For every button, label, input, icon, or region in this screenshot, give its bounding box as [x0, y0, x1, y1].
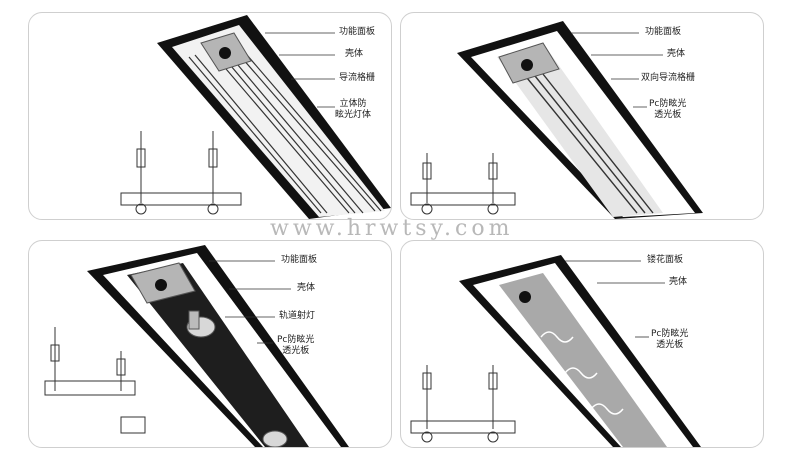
label-function-panel: 功能面板: [339, 27, 376, 37]
label-track-spotlight: 轨道射灯: [279, 311, 316, 321]
luminaire-drawing-3: [44, 245, 349, 447]
watermark-text: www.hrwtsy.com: [270, 216, 514, 241]
label-pc-diffuser: Pc防眩光 透光板: [651, 329, 689, 350]
diagram-panel-3: 功能面板 壳体 轨道射灯 Pc防眩光 透光板: [28, 240, 392, 448]
label-hollow-panel: 镂花面板: [647, 255, 684, 265]
label-housing: 壳体: [297, 283, 316, 293]
label-guide-grille: 导流格栅: [339, 73, 376, 83]
label-antiglare-body: 立体防 眩光灯体: [335, 99, 372, 120]
diagram-panel-2: 功能面板 壳体 双向导流格栅 Pc防眩光 透光板: [400, 12, 764, 220]
label-bidirectional-grille: 双向导流格栅: [641, 73, 696, 83]
label-housing: 壳体: [345, 49, 364, 59]
diagram-panel-1: 功能面板 壳体 导流格栅 立体防 眩光灯体: [28, 12, 392, 220]
luminaire-drawing-4: [410, 255, 701, 447]
label-function-panel: 功能面板: [281, 255, 318, 265]
diagram-panel-4: 镂花面板 壳体 Pc防眩光 透光板: [400, 240, 764, 448]
label-housing: 壳体: [667, 49, 686, 59]
label-housing: 壳体: [669, 277, 688, 287]
label-pc-diffuser: Pc防眩光 透光板: [649, 99, 687, 120]
luminaire-drawing-1: [120, 15, 391, 219]
label-function-panel: 功能面板: [645, 27, 682, 37]
luminaire-drawing-2: [410, 21, 703, 219]
label-pc-diffuser: Pc防眩光 透光板: [277, 335, 315, 356]
